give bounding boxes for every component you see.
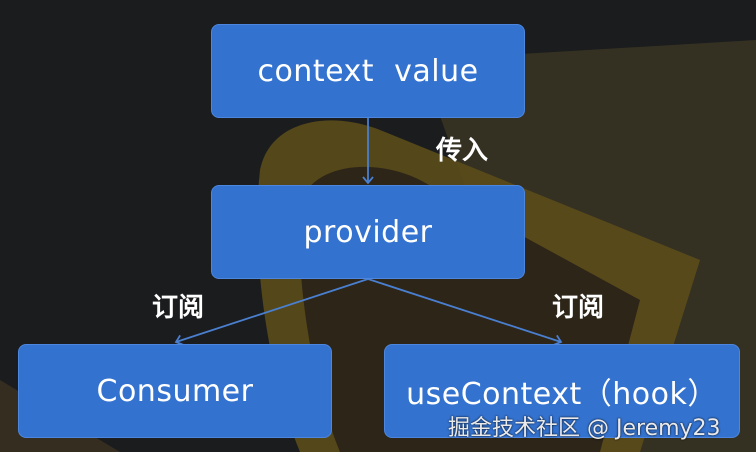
node-provider-label: provider bbox=[303, 214, 433, 250]
node-context-value[interactable]: context value bbox=[211, 24, 525, 118]
node-usecontext[interactable]: useContext（hook） bbox=[384, 344, 740, 438]
node-consumer-label: Consumer bbox=[96, 373, 254, 409]
edge-label-subscribe-right: 订阅 bbox=[552, 293, 605, 323]
edge-label-subscribe-left: 订阅 bbox=[152, 293, 205, 323]
node-consumer[interactable]: Consumer bbox=[18, 344, 332, 438]
node-provider[interactable]: provider bbox=[211, 185, 525, 279]
watermark: 掘金技术社区 @ Jeremy23 bbox=[448, 416, 721, 441]
edge-label-pass-in: 传入 bbox=[436, 136, 489, 166]
node-context-value-label: context value bbox=[257, 53, 479, 89]
node-usecontext-label: useContext（hook） bbox=[406, 377, 718, 412]
